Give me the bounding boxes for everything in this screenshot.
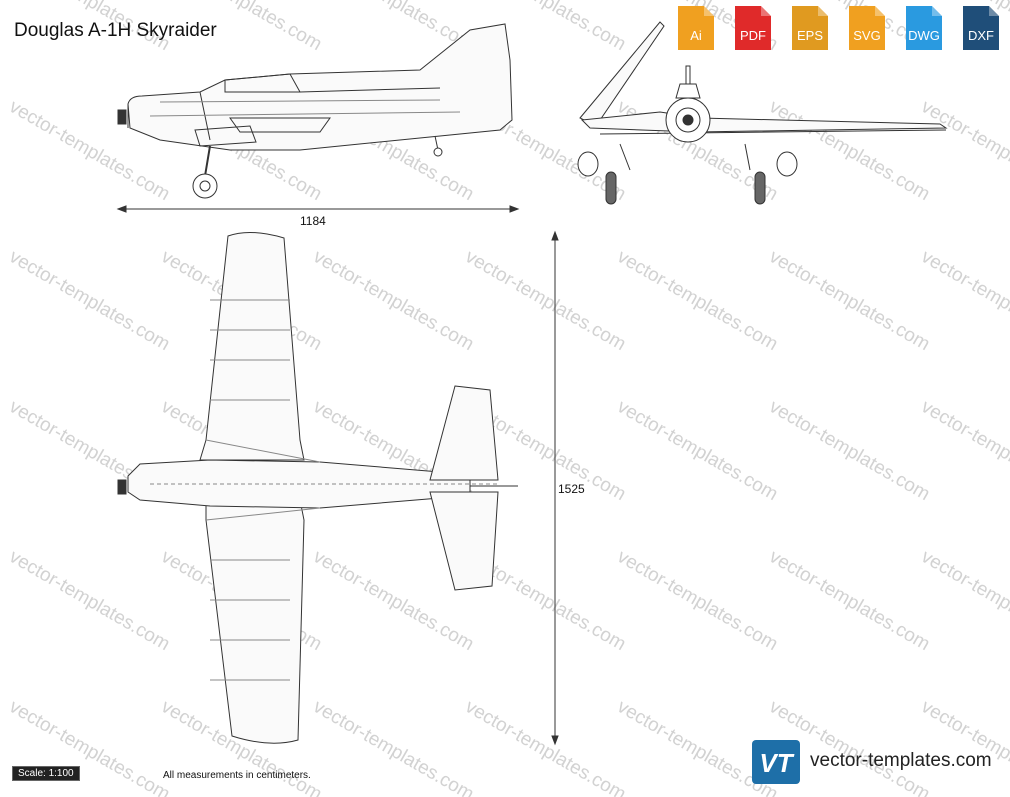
site-name[interactable]: vector-templates.com [810,750,992,771]
dwg-format-label: DWG [908,28,940,43]
pdf-format-label: PDF [740,28,766,43]
dxf-format-button[interactable]: DXF [961,4,1001,52]
page-title: Douglas A-1H Skyraider [14,20,217,41]
vt-logo-icon[interactable]: VT [752,740,800,784]
front-view [577,21,948,205]
file-icon [849,6,885,50]
svg-text:VT: VT [759,748,794,778]
scale-badge: Scale: 1:100 [12,766,80,781]
file-icon [735,6,771,50]
eps-format-label: EPS [796,28,823,43]
wingspan-dimension-label: 1525 [558,482,585,496]
top-view [117,232,518,744]
file-icon [906,6,942,50]
svg-format-label: SVG [853,28,881,43]
eps-format-button[interactable]: EPS [790,4,830,52]
length-dimension-line [116,205,520,213]
wingspan-dimension-line [551,230,559,746]
ai-format-label: Ai [690,28,702,43]
length-dimension-label: 1184 [300,214,326,228]
svg-format-button[interactable]: SVG [847,4,887,52]
file-icon [792,6,828,50]
pdf-format-button[interactable]: PDF [733,4,773,52]
file-icon [678,6,714,50]
side-view [117,23,513,199]
file-icon [963,6,999,50]
ai-format-button[interactable]: Ai [676,4,716,52]
measurement-note: All measurements in centimeters. [163,770,311,781]
dwg-format-button[interactable]: DWG [904,4,944,52]
dxf-format-label: DXF [968,28,994,43]
